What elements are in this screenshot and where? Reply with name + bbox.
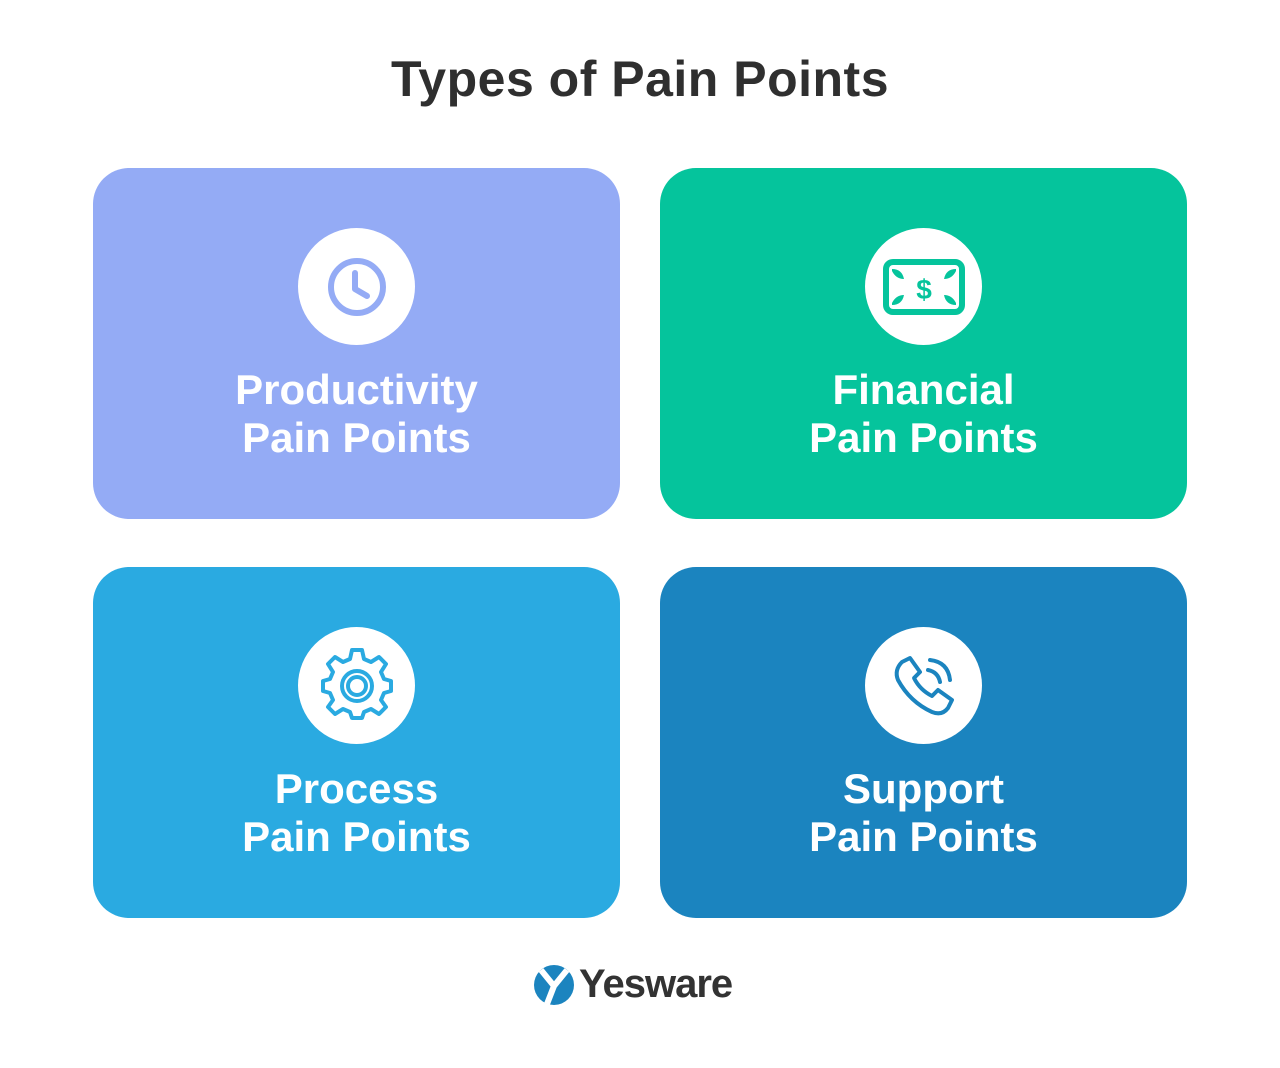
card-label-line1: Process [274, 765, 439, 812]
card-financial: $ Financial Pain Points [660, 168, 1187, 519]
icon-circle: $ [865, 228, 982, 345]
card-label-line2: Pain Points [242, 414, 471, 461]
card-label: Financial Pain Points [660, 366, 1187, 462]
card-label: Process Pain Points [93, 765, 620, 861]
brand-name: Yesware [579, 962, 733, 1006]
gear-icon [320, 647, 393, 720]
card-process: Process Pain Points [93, 567, 620, 918]
card-label: Productivity Pain Points [93, 366, 620, 462]
money-bill-icon: $ [882, 258, 965, 315]
card-label: Support Pain Points [660, 765, 1187, 861]
icon-circle [865, 627, 982, 744]
icon-circle [298, 228, 415, 345]
yesware-logo-icon [534, 964, 574, 1005]
card-label-line1: Productivity [235, 366, 478, 413]
card-support: Support Pain Points [660, 567, 1187, 918]
clock-icon [327, 257, 386, 316]
phone-icon [894, 655, 954, 715]
card-label-line2: Pain Points [242, 813, 471, 860]
card-label-line2: Pain Points [809, 414, 1038, 461]
card-label-line1: Support [843, 765, 1004, 812]
yesware-logo: Yesware [533, 962, 733, 1007]
card-productivity: Productivity Pain Points [93, 168, 620, 519]
card-label-line2: Pain Points [809, 813, 1038, 860]
svg-text:$: $ [916, 274, 932, 305]
page-title: Types of Pain Points [390, 51, 890, 107]
card-label-line1: Financial [832, 366, 1015, 413]
icon-circle [298, 627, 415, 744]
